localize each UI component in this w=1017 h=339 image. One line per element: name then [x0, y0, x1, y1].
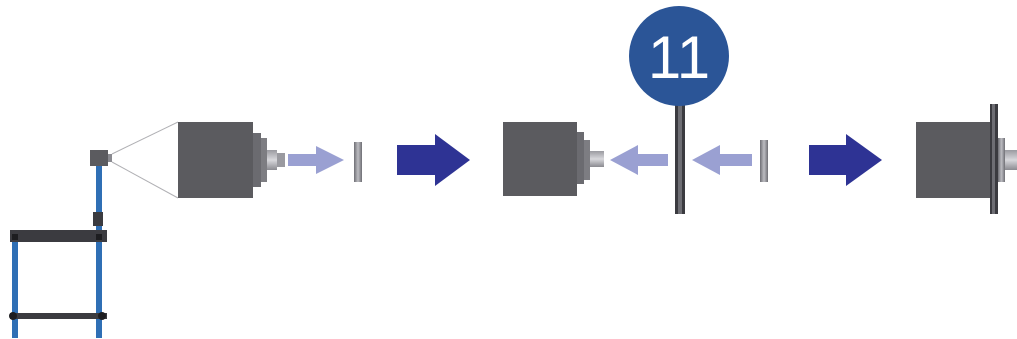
motor-2	[503, 122, 604, 196]
step-number: 11	[648, 24, 710, 91]
arrow-right-icon	[809, 134, 882, 186]
panel-1	[178, 122, 362, 198]
washer-2	[760, 140, 768, 182]
motor-small	[90, 150, 108, 166]
step-badge: 11	[629, 6, 729, 106]
zoom-line-top	[111, 121, 179, 155]
frame-left-post	[12, 232, 18, 338]
motor-1	[178, 122, 285, 198]
small-arrow-3	[692, 145, 752, 175]
motor-3	[916, 122, 990, 198]
frame-top-bar	[10, 230, 107, 242]
frame-bracket	[93, 212, 103, 226]
washer-1	[354, 142, 362, 182]
small-arrow-2	[610, 145, 668, 175]
frame-bottom-bar	[10, 313, 107, 319]
mounting-plate	[675, 96, 685, 214]
panel-3-assembled	[916, 104, 1017, 214]
panel-2	[503, 96, 768, 214]
frame-right-post	[96, 166, 102, 338]
small-arrow-1	[288, 146, 344, 174]
frame-overview	[9, 121, 179, 338]
zoom-line-bottom	[111, 161, 179, 199]
arrow-right-icon	[397, 134, 470, 186]
